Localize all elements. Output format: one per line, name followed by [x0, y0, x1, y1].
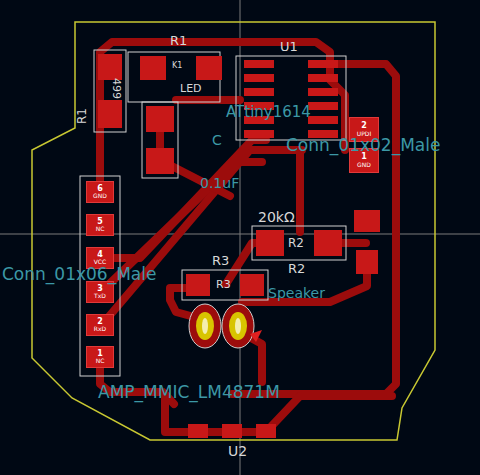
cursor-line	[0, 234, 480, 235]
smd-pad	[314, 230, 342, 256]
resistor-outline	[94, 50, 126, 132]
reference-designator: R2	[288, 262, 305, 275]
connector-pad: 1NC	[86, 346, 114, 368]
cursor-line	[240, 0, 241, 475]
part-name: Speaker	[268, 286, 325, 300]
pin-name: RxD	[94, 326, 106, 332]
smd-pad	[140, 56, 166, 80]
value-label: LED	[180, 83, 202, 94]
board-outline	[32, 22, 435, 440]
pin-number: 2	[361, 122, 367, 130]
reference-designator: C	[212, 133, 222, 147]
speaker-pad-ring	[189, 304, 221, 348]
pin-name: UPDI	[357, 131, 371, 137]
smd-pad	[98, 54, 122, 80]
through-hole-pad	[229, 312, 247, 340]
reference-designator: R3	[212, 254, 229, 267]
reference-designator: R3	[216, 279, 231, 290]
smd-pad	[188, 424, 208, 438]
through-hole-pad	[196, 312, 214, 340]
pin-name: GND	[357, 162, 371, 168]
reference-designator: R1	[170, 34, 187, 47]
smd-pad	[186, 274, 210, 296]
pin-name: NC	[96, 358, 105, 364]
reference-designator: U2	[228, 444, 247, 458]
capacitor-outline	[142, 102, 178, 178]
pin-name: TxD	[94, 293, 106, 299]
part-name: ATtiny1614	[226, 105, 311, 120]
reference-designator: U1	[280, 40, 298, 53]
connector-pad: 3TxD	[86, 281, 114, 303]
pin-number: 1	[361, 153, 367, 161]
connector-pad: 5NC	[86, 214, 114, 236]
smd-pad	[146, 106, 174, 132]
smd-pad	[196, 56, 222, 80]
smd-pad	[356, 250, 378, 274]
resistor-outline	[182, 270, 268, 300]
pin-number: 3	[97, 285, 103, 293]
pin-number: 1	[97, 350, 103, 358]
resistor-outline	[252, 226, 346, 260]
pin-number: 5	[97, 218, 103, 226]
pin-number: 6	[97, 185, 103, 193]
copper-traces	[100, 42, 396, 432]
part-name: Conn_01x06_Male	[2, 266, 156, 283]
reference-designator: R2	[288, 237, 304, 249]
pin-label: K1	[172, 62, 182, 70]
ic-pins	[244, 60, 338, 138]
pin-number: 2	[97, 318, 103, 326]
smd-pad	[98, 100, 122, 128]
smd-pad	[222, 424, 242, 438]
smd-pad	[240, 274, 264, 296]
smd-pad	[354, 210, 380, 232]
drill-hole	[202, 318, 208, 334]
ic-outline	[236, 56, 346, 140]
pin-name: NC	[96, 226, 105, 232]
value-label: 0.1uF	[200, 176, 239, 190]
value-label: 20kΩ	[258, 210, 295, 224]
connector-pad: 6GND	[86, 181, 114, 203]
smd-pad	[256, 424, 276, 438]
pin-name: VCC	[94, 259, 106, 265]
smd-pad	[256, 230, 284, 256]
smd-pad	[146, 148, 174, 174]
pin-name: GND	[93, 193, 107, 199]
pin-number: 4	[97, 251, 103, 259]
reference-designator: R1	[76, 108, 88, 124]
drill-hole	[235, 318, 241, 334]
connector-pad: 2RxD	[86, 314, 114, 336]
value-label: 499	[111, 78, 122, 99]
marker-arrow	[250, 330, 262, 342]
speaker-pad-ring	[222, 304, 254, 348]
part-name: Conn_01x02_Male	[286, 137, 440, 154]
part-name: AMP_MMIC_LM4871M	[98, 384, 280, 401]
